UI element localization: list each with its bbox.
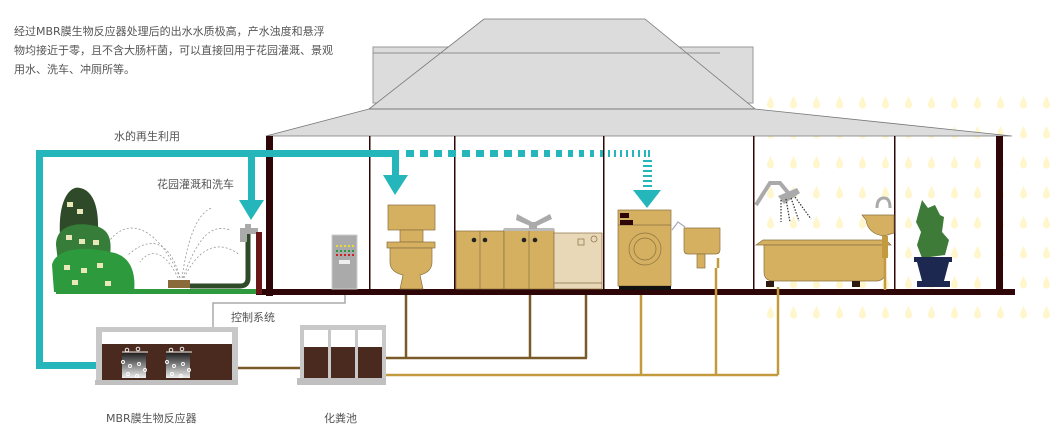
water-reuse-label: 水的再生利用 (114, 130, 180, 143)
sprinkler-spray (109, 207, 241, 279)
membrane-module (121, 346, 192, 378)
septic-tank-label: 化粪池 (324, 412, 357, 425)
bathroom-sink (861, 196, 895, 258)
shower-head-icon (754, 181, 800, 207)
house-walls (256, 136, 1015, 296)
mbr-label: MBR膜生物反应器 (106, 412, 197, 425)
description-text: 经过MBR膜生物反应器处理后的出水水质极高，产水浊度和悬浮物均接近于零，且不含大… (14, 25, 333, 76)
kitchen-faucet-icon (516, 214, 552, 229)
washing-machine (617, 209, 672, 290)
toilet (386, 204, 436, 290)
mbr-reactor (95, 327, 238, 385)
reuse-pipe-dashed (406, 150, 652, 187)
kitchen-cabinet (455, 228, 603, 290)
control-wire (212, 295, 346, 328)
wall-sink (683, 227, 721, 269)
potted-plant (914, 200, 952, 287)
bathtub (754, 239, 892, 287)
drain-pipes-dark (237, 295, 588, 370)
drain-pipes-light (386, 258, 887, 377)
garden-label: 花园灌溉和洗车 (157, 178, 234, 191)
control-cabinet (331, 234, 358, 290)
faucet-icon (240, 224, 258, 242)
hose (190, 232, 251, 289)
septic-tank (297, 325, 386, 385)
control-system-label: 控制系统 (231, 311, 275, 324)
hose-connector (671, 221, 686, 231)
faucet-pipe (256, 232, 262, 294)
sprinkler (168, 280, 190, 288)
shower-spray (780, 196, 812, 223)
garden-bushes (52, 187, 256, 294)
grass (56, 289, 256, 294)
reuse-pipe (36, 150, 661, 369)
roof (265, 18, 1013, 137)
